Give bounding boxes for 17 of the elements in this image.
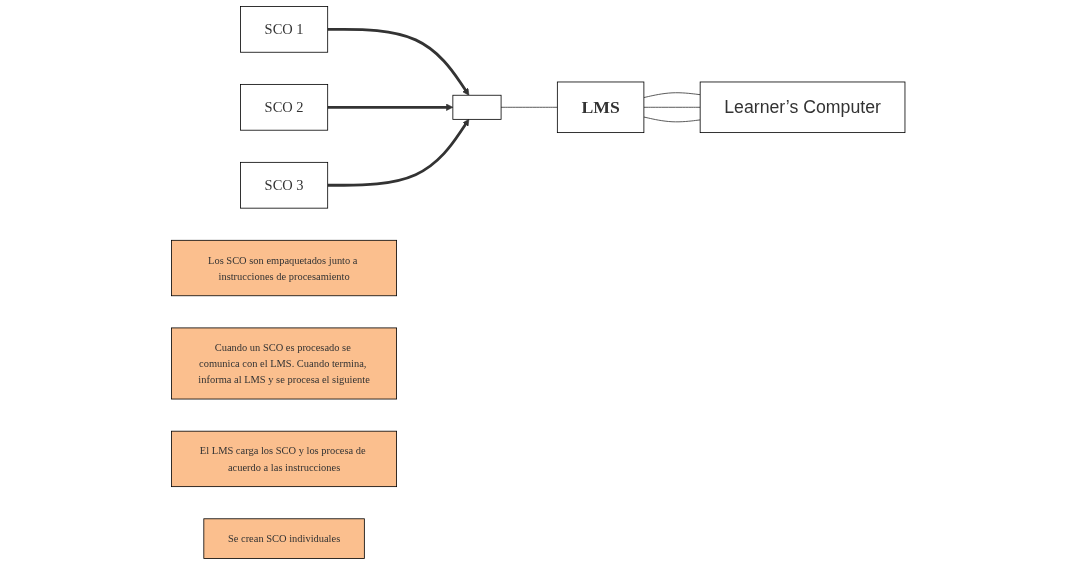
node-box [452, 94, 502, 120]
node-box: Cuando un SCO es procesado se comunica con el LMS. Cuando termina, informa al LMS y se procesa el siguiente [171, 327, 398, 400]
node-box: SCO 2 [240, 84, 329, 131]
connector [500, 106, 558, 108]
node-box: El LMS carga los SCO y los procesa de acuerdo a las instrucciones [171, 430, 398, 488]
node-box: SCO 1 [240, 6, 329, 53]
node-box: Se crean SCO individuales [203, 518, 365, 559]
arrow [327, 103, 454, 111]
arrow [327, 27, 470, 96]
connector [643, 92, 701, 98]
node-box: Los SCO son empaquetados junto a instrucciones de procesamiento [171, 239, 398, 297]
node-box: SCO 3 [240, 161, 329, 209]
connector [643, 106, 701, 108]
node-box: Learner’s Computer [700, 81, 906, 133]
node-box: LMS [557, 81, 645, 133]
arrow [327, 119, 470, 187]
connector [643, 116, 701, 123]
